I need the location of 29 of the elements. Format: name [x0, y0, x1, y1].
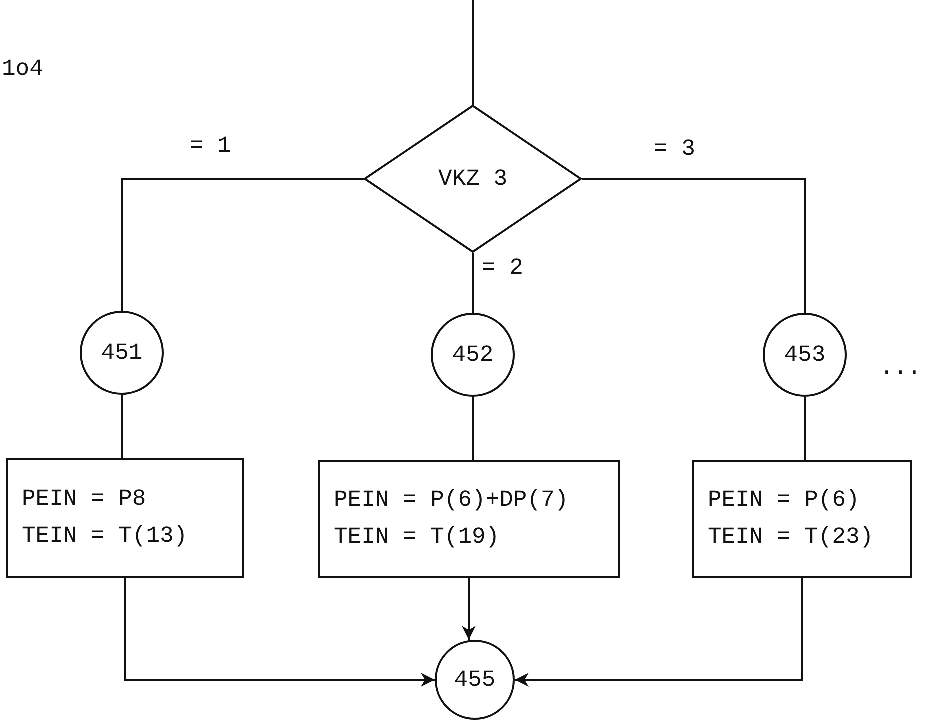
assignment-text: TEIN = T(23) [708, 523, 874, 552]
node-label: 453 [784, 340, 826, 370]
arrow [515, 578, 803, 687]
node-label: VKZ 3 [438, 164, 508, 194]
node-label: 451 [101, 338, 143, 368]
assignment-text: TEIN = T(13) [22, 522, 188, 551]
process-box [318, 460, 620, 578]
connector-line [472, 0, 474, 105]
arrow [462, 578, 476, 640]
node-label: 452 [452, 340, 494, 370]
node-label: 455 [454, 666, 496, 695]
process-box [6, 458, 244, 578]
connector-circle [431, 313, 515, 397]
assignment-text: PEIN = P(6)+DP(7) [334, 486, 569, 516]
assignment-text: TEIN = T(19) [334, 523, 500, 552]
connector-circle [80, 311, 164, 395]
arrow [124, 578, 435, 687]
connector-circle [763, 313, 847, 397]
connector-line [472, 253, 474, 313]
connector-line [582, 178, 806, 313]
connector-line [472, 397, 474, 460]
assignment-text: PEIN = P8 [22, 485, 146, 514]
process-box [692, 460, 912, 578]
connector-line [121, 395, 123, 458]
assignment-text: PEIN = P(6) [708, 486, 860, 516]
decision-diamond [364, 105, 582, 253]
connector-line [121, 178, 364, 311]
connector-circle [435, 640, 515, 720]
connector-line [804, 397, 806, 460]
